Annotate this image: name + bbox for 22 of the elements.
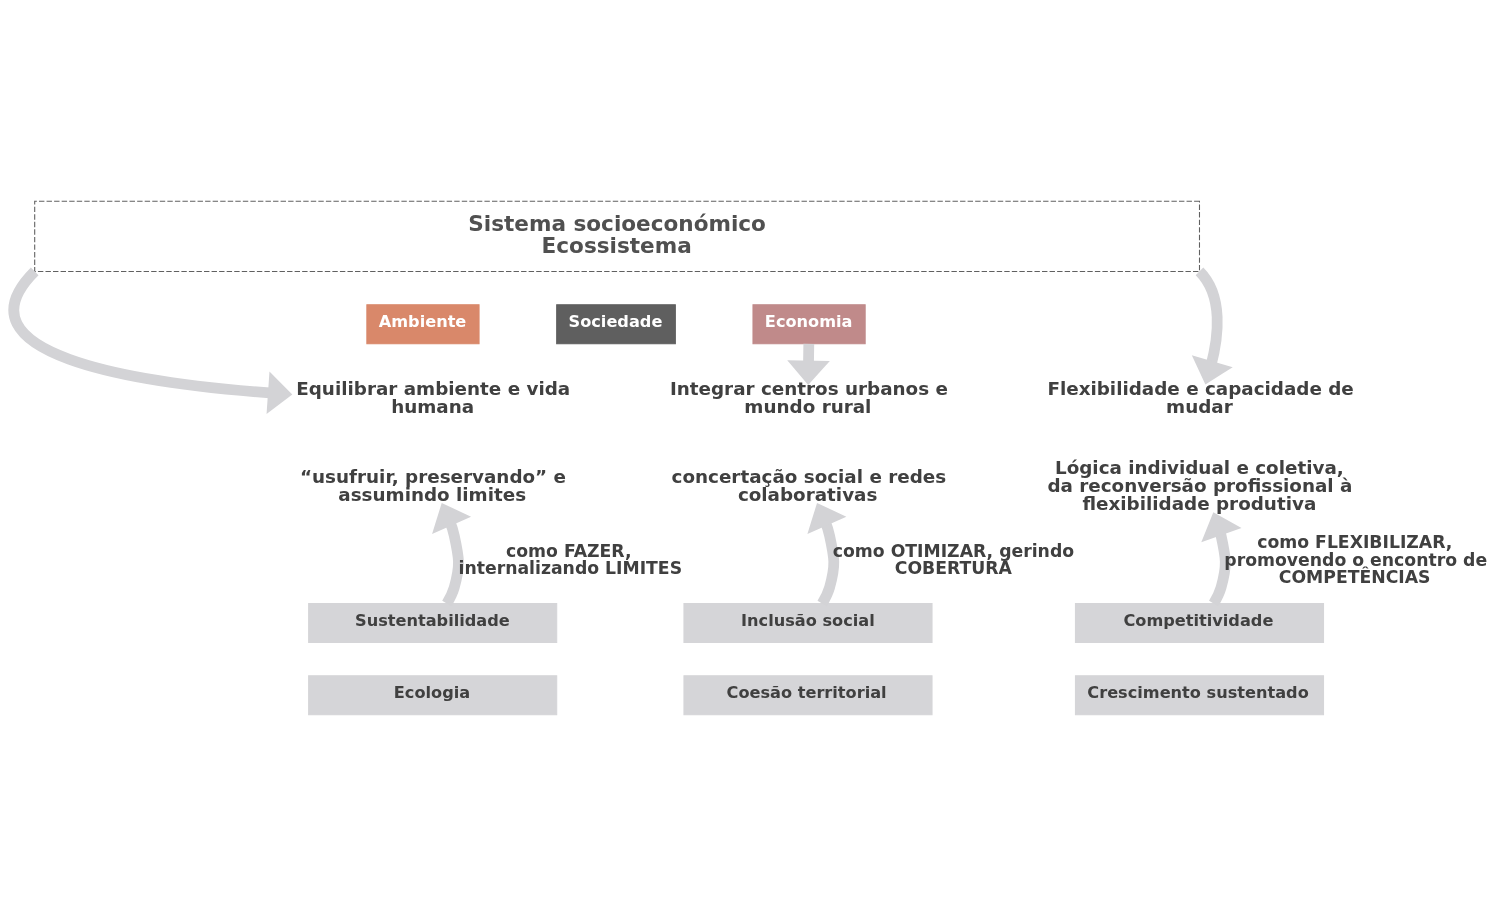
node-text: Lógica individual e coletiva, da reconversão profissional à flexibilidade produtiva <box>1047 456 1353 515</box>
node-text: concertação social e redes colaborativas <box>671 465 947 506</box>
node-box: Sistema socioeconómico Ecossistema <box>34 200 1201 272</box>
edge-label: como FAZER, internalizando LIMITES <box>458 541 683 579</box>
arrow <box>8 268 293 415</box>
edge-label: como OTIMIZAR, gerindo COBERTURA <box>832 541 1075 579</box>
node-box: Sociedade <box>556 304 676 345</box>
node-box: Inclusão social <box>683 603 933 643</box>
arrow <box>787 343 830 385</box>
edge-label: como FLEXIBILIZAR, promovendo o encontro de COMPETÊNCIAS <box>1224 532 1488 587</box>
arrow <box>1191 267 1233 385</box>
node-box: Crescimento sustentado <box>1074 675 1325 716</box>
node-box: Ambiente <box>366 304 480 345</box>
node-box: Competitividade <box>1074 603 1325 643</box>
node-text: Integrar centros urbanos e mundo rural <box>669 378 948 418</box>
node-text: Flexibilidade e capacidade de mudar <box>1047 378 1354 418</box>
node-box: Coesão territorial <box>683 675 933 716</box>
node-box: Economia <box>752 304 866 345</box>
node-text: Equilibrar ambiente e vida humana <box>296 378 571 418</box>
node-box: Ecologia <box>308 675 558 716</box>
node-text: “usufruir, preservando” e assumindo limites <box>300 465 566 506</box>
node-box: Sustentabilidade <box>308 603 558 643</box>
